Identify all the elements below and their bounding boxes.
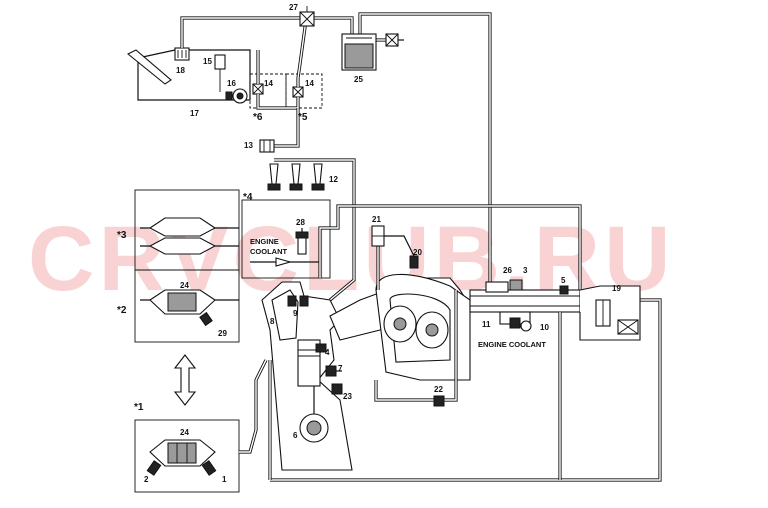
injector-1 xyxy=(267,163,281,191)
two-way-valve-27 xyxy=(299,6,315,27)
callout-29: 29 xyxy=(218,329,227,338)
iac-valve-10 xyxy=(499,311,532,332)
variant-label-3: *3 xyxy=(117,230,127,241)
callout-11: 11 xyxy=(482,320,491,329)
crank-sensor-23 xyxy=(331,383,343,395)
callout-24a: 24 xyxy=(180,281,189,290)
callout-17: 17 xyxy=(190,109,199,118)
callout-16: 16 xyxy=(227,79,236,88)
callout-19: 19 xyxy=(612,284,621,293)
callout-7: 7 xyxy=(338,364,343,373)
coolant-caption-line2: COOLANT xyxy=(250,247,287,256)
callout-22: 22 xyxy=(434,385,443,394)
callout-24b: 24 xyxy=(180,428,189,437)
variant-swap-arrow xyxy=(173,354,197,406)
twin-catalyst-variant-3 xyxy=(140,217,239,255)
tps-sensor-5 xyxy=(559,285,569,295)
variant-box-5 xyxy=(285,73,323,109)
catalyst-variant-1 xyxy=(146,439,217,476)
engine-block xyxy=(261,281,353,471)
exhaust-pipe xyxy=(239,359,268,454)
fuel-filter-13 xyxy=(259,139,275,153)
evap-line-canister xyxy=(314,16,354,34)
variant-label-1: *1 xyxy=(134,402,144,413)
iat-sensor-20 xyxy=(384,235,419,269)
callout-13: 13 xyxy=(244,141,253,150)
callout-26: 26 xyxy=(503,266,512,275)
variant-label-5: *5 xyxy=(298,112,308,123)
callout-12: 12 xyxy=(329,175,338,184)
map-sensor-21 xyxy=(371,225,385,247)
o2-sensor-4 xyxy=(315,343,327,353)
callout-9: 9 xyxy=(293,309,298,318)
variant-panel-upper xyxy=(134,189,240,343)
callout-10: 10 xyxy=(540,323,549,332)
callout-6: 6 xyxy=(293,431,298,440)
callout-8: 8 xyxy=(270,317,275,326)
evap-line-tank xyxy=(180,16,300,48)
air-cleaner-19 xyxy=(579,285,641,341)
callout-27: 27 xyxy=(289,3,298,12)
intake-manifold xyxy=(329,273,471,381)
variant-label-6: *6 xyxy=(253,112,263,123)
evap-canister-25 xyxy=(341,33,377,71)
coolant-sensor-28 xyxy=(250,228,320,267)
callout-20: 20 xyxy=(413,248,422,257)
callout-4: 4 xyxy=(325,348,330,357)
callout-21: 21 xyxy=(372,215,381,224)
coolant-caption-right: ENGINE COOLANT xyxy=(478,340,546,349)
variant-panel-lower xyxy=(134,419,240,493)
coolant-caption-line1: ENGINE xyxy=(250,237,279,246)
callout-3: 3 xyxy=(523,266,528,275)
callout-28: 28 xyxy=(296,218,305,227)
injector-3 xyxy=(311,163,325,191)
catalyst-variant-2 xyxy=(140,289,239,327)
callout-25: 25 xyxy=(354,75,363,84)
sensor-22 xyxy=(433,395,445,407)
variant-label-4: *4 xyxy=(243,192,253,203)
injector-2 xyxy=(289,163,303,191)
callout-23: 23 xyxy=(343,392,352,401)
knock-sensor-7 xyxy=(325,365,342,377)
fuel-pump-module xyxy=(214,54,248,104)
pressure-regulator-14a xyxy=(252,83,264,95)
variant-label-2: *2 xyxy=(117,305,127,316)
callout-2: 2 xyxy=(144,475,149,484)
fuel-tank xyxy=(126,47,251,101)
variant-box-4 xyxy=(241,199,331,279)
pressure-regulator-14b xyxy=(292,86,304,98)
canister-vent-valve xyxy=(385,33,404,47)
callout-15: 15 xyxy=(203,57,212,66)
callout-14a: 14 xyxy=(264,79,273,88)
callout-1: 1 xyxy=(222,475,227,484)
callout-14b: 14 xyxy=(305,79,314,88)
callout-5: 5 xyxy=(561,276,566,285)
callout-18: 18 xyxy=(176,66,185,75)
